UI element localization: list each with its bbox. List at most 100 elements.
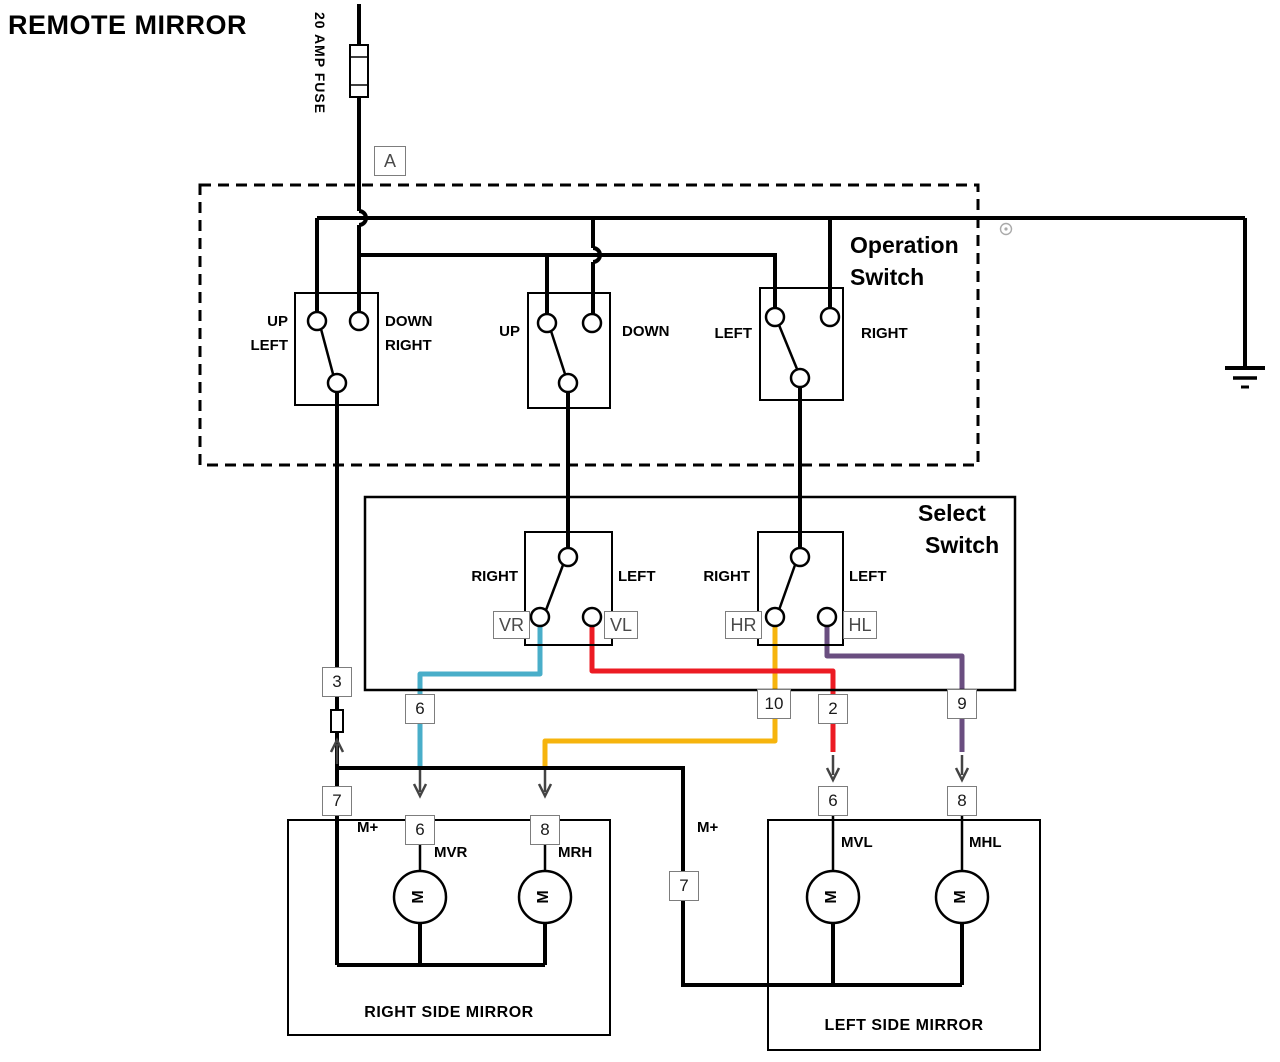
sw1-label-down: DOWN	[385, 313, 433, 330]
operation-switch-title-line1: Operation	[850, 232, 959, 258]
right-mirror-box	[287, 819, 611, 1036]
sw3-terminal-left	[764, 306, 786, 328]
sw2-terminal-down	[581, 312, 603, 334]
ssw2-lever	[777, 564, 797, 611]
sw2-label-up: UP	[499, 323, 520, 340]
right-mirror-common-return	[337, 923, 547, 967]
wire-hr-yellow	[542, 626, 778, 766]
right-mirror-pin7-box: 7	[322, 786, 352, 816]
component-boxes	[198, 183, 1041, 1051]
reference-dot	[999, 222, 1013, 236]
fuse-body	[349, 44, 369, 98]
sw1-terminal-down-right	[348, 310, 370, 332]
left-mirror-mplus-label: M+	[697, 819, 719, 836]
sw1-label-left: LEFT	[250, 337, 289, 354]
left-mirror-label: LEFT SIDE MIRROR	[824, 1017, 984, 1034]
right-mirror-mplus-label: M+	[357, 819, 379, 836]
motor-mhl-label: MHL	[969, 834, 1002, 851]
black-wires	[315, 4, 1247, 987]
motor-mhl	[934, 869, 990, 925]
ground-symbol	[1225, 366, 1265, 389]
motor-mvl	[805, 869, 861, 925]
switch3-body	[759, 287, 844, 401]
ssw2-terminal-common	[789, 546, 811, 568]
select-switch-title-line1: Select	[918, 500, 986, 526]
arrow-up-common	[329, 737, 345, 764]
connector-3-box: 3	[322, 667, 352, 697]
battery-bus-wire	[359, 253, 777, 308]
connector-a-box: A	[374, 146, 406, 176]
connector-2-box: 2	[818, 694, 848, 724]
fuse-caps	[350, 56, 368, 86]
colored-wires	[417, 626, 965, 766]
select-switch2-body	[757, 531, 844, 646]
sw3-terminal-common	[789, 367, 811, 389]
sw3-terminal-right	[819, 306, 841, 328]
wire-vr-blue	[417, 626, 543, 766]
select-switch1-body	[524, 531, 613, 646]
arrow-down-pin6-right	[412, 770, 428, 799]
select-switch-box	[363, 495, 1017, 692]
ssw1-label-left: LEFT	[618, 568, 656, 585]
switch1-body	[294, 292, 379, 406]
sw1-terminal-common	[326, 372, 348, 394]
connector-arrows	[329, 737, 970, 799]
ssw1-terminal-common	[557, 546, 579, 568]
sw3-label-left: LEFT	[714, 325, 753, 342]
sw3-lever	[777, 324, 799, 370]
motor-mvr-label: MVR	[434, 844, 468, 861]
ssw2-label-right: RIGHT	[703, 568, 750, 585]
left-mirror-pin7-box: 7	[669, 871, 699, 901]
arrow-down-pin8-right	[537, 770, 553, 799]
right-mirror-pin8-box: 8	[530, 815, 560, 845]
sw3-label-right: RIGHT	[861, 325, 908, 342]
dot-ring	[999, 222, 1013, 236]
arrow-down-pin6-left	[825, 755, 841, 783]
motor-mvr-letter: M	[410, 890, 427, 904]
motor-leads	[418, 816, 964, 872]
ssw1-terminal-vl	[581, 606, 603, 628]
right-mirror-pin6-box: 6	[405, 815, 435, 845]
motor-mrh	[517, 869, 573, 925]
switch2-body	[527, 292, 611, 409]
select-switch-title-line2: Switch	[925, 532, 1000, 558]
motor-mvr	[392, 869, 448, 925]
pin-hl-box: HL	[843, 611, 877, 639]
sw1-terminal-up-left	[306, 310, 328, 332]
sw2-terminal-up	[536, 312, 558, 334]
sw1-label-right: RIGHT	[385, 337, 432, 354]
ssw2-terminal-hr	[764, 606, 786, 628]
arrow-down-pin8-left	[954, 755, 970, 783]
ssw1-lever	[544, 564, 565, 611]
pin-hr-box: HR	[725, 611, 762, 639]
sw1-label-up: UP	[267, 313, 288, 330]
sw2-label-down: DOWN	[622, 323, 670, 340]
motor-mvl-letter: M	[823, 890, 840, 904]
left-mirror-box	[767, 819, 1041, 1051]
ssw2-label-left: LEFT	[849, 568, 887, 585]
inline-connector-symbol	[330, 709, 344, 733]
motor-mrh-label: MRH	[558, 844, 593, 861]
ssw1-label-right: RIGHT	[471, 568, 518, 585]
sw1-lever	[319, 328, 335, 375]
sw2-lever	[549, 330, 567, 375]
pin-vl-box: VL	[604, 611, 638, 639]
fuse-symbol	[349, 44, 369, 98]
motor-mvl-label: MVL	[841, 834, 873, 851]
pin-to-motor-leads	[418, 816, 964, 872]
switch-terminals	[306, 306, 990, 925]
ssw1-terminal-vr	[529, 606, 551, 628]
ssw2-terminal-hl	[816, 606, 838, 628]
right-mirror-label: RIGHT SIDE MIRROR	[364, 1004, 534, 1021]
connector-9-box: 9	[947, 689, 977, 719]
fuse-label: 20 AMP FUSE	[312, 12, 328, 115]
left-mirror-pin8-box: 8	[947, 786, 977, 816]
switch-levers	[319, 324, 799, 611]
motor-mhl-letter: M	[952, 890, 969, 904]
left-mirror-pin6-box: 6	[818, 786, 848, 816]
sw2-terminal-common	[557, 372, 579, 394]
connector-10-box: 10	[757, 689, 791, 719]
dot-center	[1004, 227, 1008, 231]
